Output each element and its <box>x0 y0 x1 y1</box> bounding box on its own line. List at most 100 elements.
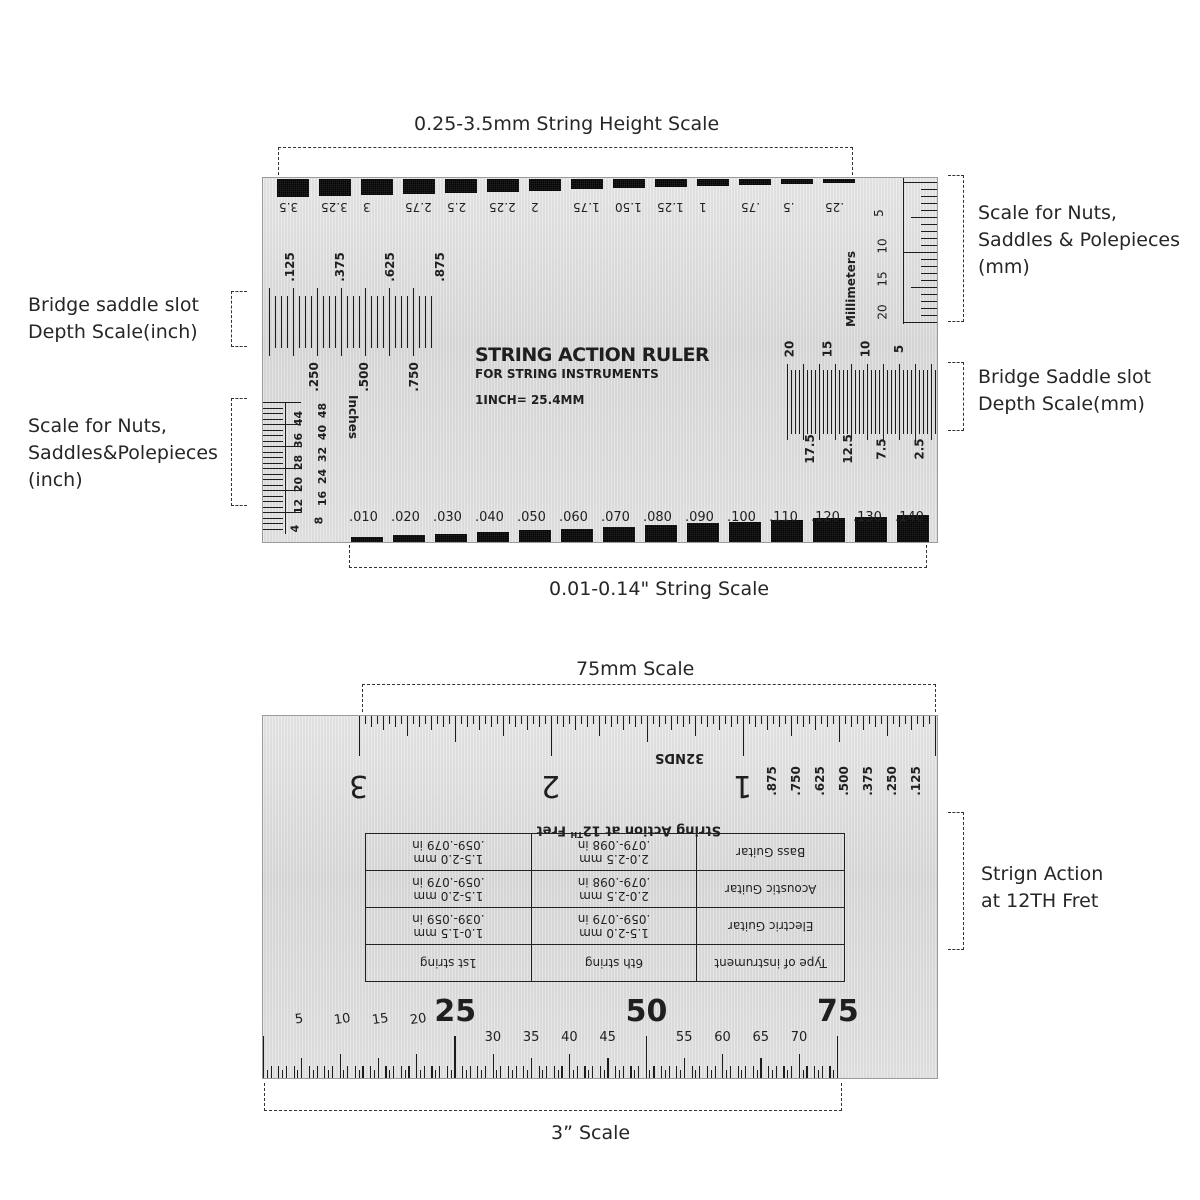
mm-ruler-tick <box>416 1054 418 1078</box>
string-gauge-label: .030 <box>433 510 462 525</box>
inch-ruler-tick <box>617 716 619 724</box>
inch-nut-label: 24 <box>316 468 330 485</box>
height-gauge-label: .75 <box>741 200 761 214</box>
mm-ruler-halftick <box>680 1070 682 1078</box>
table-cell-6th: 2.0-2.5 mm.079-.098 in <box>531 833 697 871</box>
mm-slot-top-label: 20 <box>782 340 797 358</box>
mm-slot-tick <box>831 370 833 434</box>
inch-ruler-tick <box>719 716 721 730</box>
mm-ruler-tick <box>538 1066 540 1078</box>
mm-ruler-tick <box>347 1066 349 1078</box>
mm-ruler-minor-label: 5 <box>294 1011 305 1028</box>
mm-ruler-tick <box>630 1066 632 1078</box>
mm-ruler-tick <box>752 1066 754 1078</box>
inch-ruler-tick <box>545 716 547 724</box>
table-cell-1st: 1.5-2.0 mm.059-.079 in <box>365 833 532 871</box>
height-gauge-label: 3.5 <box>279 200 299 214</box>
callout-75mm-scale: 75mm Scale <box>576 658 695 680</box>
mm-ruler-tick <box>745 1066 747 1078</box>
inch-nut-tick <box>263 479 283 480</box>
mm-ruler-tick <box>446 1066 448 1078</box>
mm-ruler-tick <box>806 1066 808 1078</box>
mm-ruler-tick <box>768 1066 770 1078</box>
string-gauge-slot <box>561 528 593 542</box>
height-gauge-label: 3 <box>363 200 371 214</box>
mm-ruler-tick <box>921 259 937 261</box>
inch-nut-tick <box>263 407 283 409</box>
table-header-1st: 1st string <box>365 944 532 982</box>
inch-slot-tick <box>269 288 271 356</box>
mm-ruler-halftick <box>511 1070 513 1078</box>
inch-nut-tick <box>263 451 283 453</box>
mm-ruler-tick <box>339 1054 341 1078</box>
inch-ruler-tick <box>851 716 853 727</box>
inch-ruler-major-label: 2 <box>541 768 561 803</box>
string-gauge-label: .140 <box>895 510 924 525</box>
action-table-block: String Action at 12TH Fret Type of instr… <box>365 812 845 982</box>
inch-nut-tick <box>263 429 283 431</box>
inch-ruler-tick <box>521 716 523 724</box>
table-cell-6th: 2.0-2.5 mm.079-.098 in <box>531 870 697 908</box>
inch-nut-label: 4 <box>288 524 302 533</box>
string-gauge-label: .050 <box>517 510 546 525</box>
inch-nut-tick <box>263 473 283 475</box>
mm-slot-tick <box>927 370 929 434</box>
inch-slot-tick <box>347 296 349 348</box>
string-gauge-label: .010 <box>349 510 378 525</box>
inch-slot-tick <box>377 296 379 348</box>
string-gauge-label: .130 <box>853 510 882 525</box>
inch-ruler-tick <box>917 716 919 724</box>
mm-ruler-minor-label: 65 <box>752 1030 769 1045</box>
inch-slot-tick <box>335 296 337 348</box>
string-gauge-slot <box>351 537 383 542</box>
inch-slot-tick <box>371 296 373 348</box>
ruler-conversion: 1INCH= 25.4MM <box>475 393 585 407</box>
inch-ruler-tick <box>533 716 535 724</box>
inch-ruler-tick <box>515 716 517 727</box>
height-gauge-label: .5 <box>783 200 795 214</box>
string-gauge-slot <box>897 515 929 542</box>
mm-slot-tick <box>819 364 821 440</box>
mm-ruler-tick <box>775 1066 777 1078</box>
inch-ruler-tick <box>635 716 637 727</box>
mm-ruler-tick <box>921 238 937 240</box>
mm-ruler-halftick <box>787 1070 789 1078</box>
inch-ruler-tick <box>683 716 685 727</box>
mm-ruler-halftick <box>802 1070 804 1078</box>
inch-ruler-tick <box>383 716 385 730</box>
inch-nut-label: 12 <box>292 498 306 515</box>
mm-ruler-halftick <box>282 1070 284 1078</box>
inch-slot-bottom-label: .750 <box>406 362 421 392</box>
inch-ruler-tick <box>815 716 817 730</box>
string-gauge-slot <box>477 531 509 542</box>
inch-nut-tick <box>263 506 283 508</box>
mm-ruler-tick <box>362 1066 364 1078</box>
mm-ruler-tick <box>921 315 937 317</box>
inch-ruler-tick <box>773 716 775 724</box>
inch-ruler-tick <box>803 716 805 727</box>
inch-nut-label: 20 <box>292 476 306 493</box>
mm-slot-bottom-label: 17.5 <box>802 434 817 464</box>
mm-slot-bottom-label: 2.5 <box>912 438 927 460</box>
mm-ruler-tick <box>783 1066 785 1078</box>
string-gauge-label: .040 <box>475 510 504 525</box>
mm-ruler-halftick <box>833 1070 835 1078</box>
height-gauge-label: 2.5 <box>447 200 467 214</box>
height-gauge-slot <box>361 179 393 195</box>
inch-ruler-tick <box>929 716 931 724</box>
height-gauge-slot <box>739 179 771 186</box>
inch-nut-tick <box>263 490 301 491</box>
mm-ruler-tick <box>461 1066 464 1078</box>
height-gauge-slot <box>319 179 351 196</box>
mm-ruler-tick <box>477 1066 479 1078</box>
inch-slot-tick <box>431 296 433 348</box>
mm-slot-tick <box>903 370 905 434</box>
table-cell-in: .079-.098 in <box>577 838 651 852</box>
inch-nut-label: 28 <box>292 454 306 471</box>
mm-ruler-tick <box>553 1066 555 1078</box>
inch-ruler-fraction-label: .500 <box>836 766 851 796</box>
inch-ruler-tick <box>875 716 877 727</box>
inch-ruler-tick <box>833 716 835 724</box>
mm-ruler-tick <box>737 1066 739 1078</box>
inch-ruler-tick <box>743 716 745 756</box>
